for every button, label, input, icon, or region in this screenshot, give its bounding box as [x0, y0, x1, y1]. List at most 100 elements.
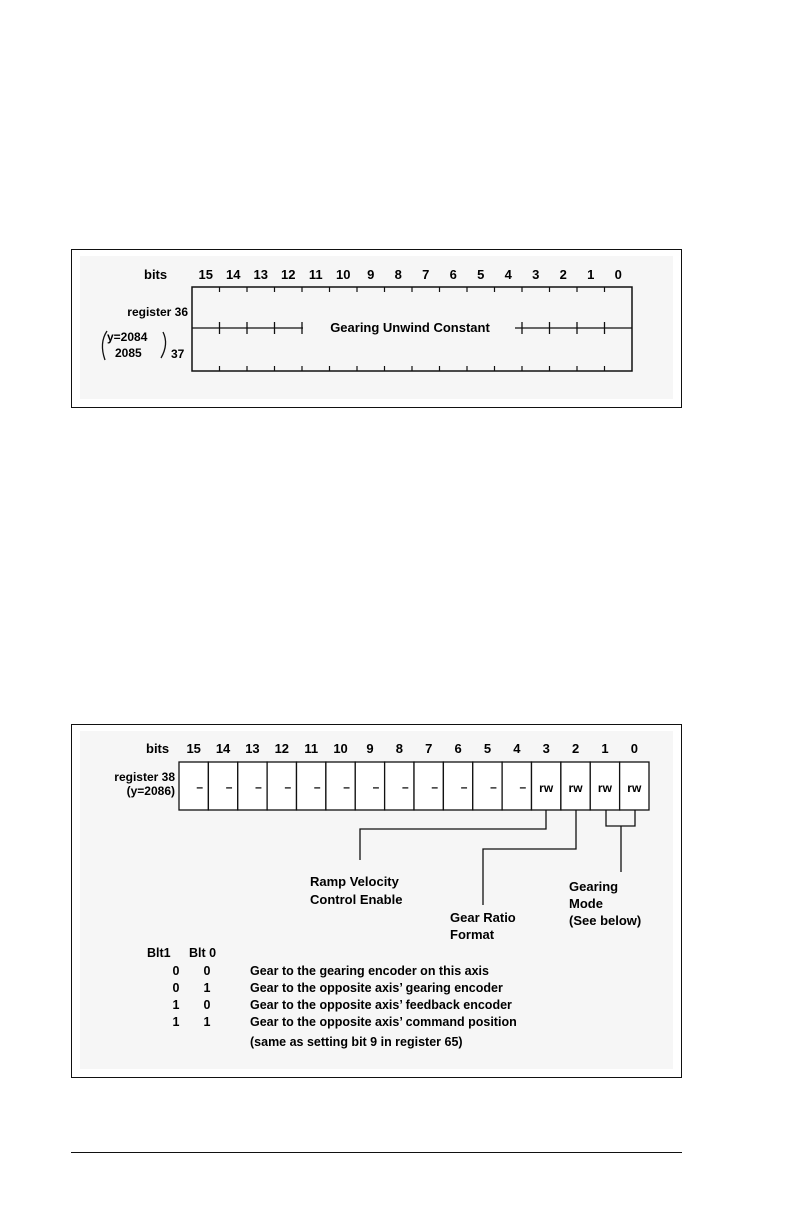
bit-number: 8 — [395, 267, 402, 282]
left-paren — [101, 330, 108, 361]
table-cell-bit0: 1 — [204, 1015, 211, 1029]
bit-cell — [266, 761, 298, 811]
bit-number: 5 — [477, 267, 484, 282]
register-36-label: register 36 — [127, 305, 188, 319]
bit-cell — [501, 761, 533, 811]
bit-number: 15 — [199, 267, 213, 282]
bit-number: 7 — [425, 741, 432, 756]
bit-access-label: – — [461, 780, 468, 794]
bit-access-label: – — [431, 780, 438, 794]
field-name: Gearing Unwind Constant — [330, 320, 490, 335]
table-cell-description: Gear to the gearing encoder on this axis — [250, 964, 489, 978]
gear-ratio-connector — [482, 810, 577, 905]
table-note: (same as setting bit 9 in register 65) — [250, 1035, 463, 1049]
gear-ratio-label-1: Gear Ratio — [450, 910, 516, 925]
bit-access-label: – — [196, 780, 203, 794]
bit-number: 0 — [631, 741, 638, 756]
address-top-label: y=2084 — [107, 330, 148, 344]
bit-number: 6 — [450, 267, 457, 282]
bit-cell — [530, 761, 562, 811]
bits-label: bits — [146, 741, 169, 756]
table-header-bit1: Blt1 — [147, 946, 171, 960]
bit-number: 3 — [532, 267, 539, 282]
footer-rule — [71, 1152, 682, 1153]
bit-number: 11 — [304, 741, 318, 756]
bit-access-label: rw — [598, 781, 613, 795]
table-cell-description: Gear to the opposite axis’ feedback enco… — [250, 998, 512, 1012]
table-cell-bit1: 1 — [173, 998, 180, 1012]
ramp-velocity-connector — [359, 810, 547, 860]
table-cell-bit1: 1 — [173, 1015, 180, 1029]
gearing-mode-label-1: Gearing — [569, 879, 618, 894]
bit-access-label: – — [226, 780, 233, 794]
bit-number: 15 — [186, 741, 200, 756]
bit-number: 2 — [560, 267, 567, 282]
bit-cell — [383, 761, 415, 811]
right-paren — [160, 331, 167, 359]
bit-number: 8 — [396, 741, 403, 756]
bit-number: 3 — [543, 741, 550, 756]
bit-access-label: – — [519, 780, 526, 794]
bit-cell — [325, 761, 356, 811]
table-header-bit0: Blt 0 — [189, 946, 216, 960]
bit-number: 14 — [216, 741, 231, 756]
address-label: (y=2086) — [127, 784, 175, 798]
bit-cell — [354, 761, 386, 811]
bit-number: 12 — [275, 741, 289, 756]
bit-access-label: rw — [539, 781, 554, 795]
bit-number: 7 — [422, 267, 429, 282]
bit-number: 1 — [587, 267, 594, 282]
table-cell-bit1: 0 — [173, 964, 180, 978]
table-cell-bit0: 1 — [204, 981, 211, 995]
bit-number: 4 — [513, 741, 521, 756]
table-cell-bit1: 0 — [173, 981, 180, 995]
table-cell-description: Gear to the opposite axis’ command posit… — [250, 1015, 517, 1029]
bit-number: 14 — [226, 267, 241, 282]
gearing-mode-bracket — [605, 810, 636, 827]
bit-number: 12 — [281, 267, 295, 282]
bit-access-label: – — [255, 780, 262, 794]
table-cell-bit0: 0 — [204, 998, 211, 1012]
register-37-label: 37 — [171, 347, 185, 361]
bit-access-label: – — [402, 780, 409, 794]
bits-label: bits — [144, 267, 167, 282]
address-bottom-label: 2085 — [115, 346, 142, 360]
bit-number: 5 — [484, 741, 491, 756]
bit-number: 9 — [366, 741, 373, 756]
gearing-mode-label-2: Mode — [569, 896, 603, 911]
bit-cell — [413, 761, 445, 811]
table-cell-description: Gear to the opposite axis’ gearing encod… — [250, 981, 503, 995]
bit-number: 4 — [505, 267, 513, 282]
bit-access-label: – — [490, 780, 497, 794]
gearing-mode-label-3: (See below) — [569, 913, 641, 928]
bit-number: 13 — [254, 267, 268, 282]
bit-cell — [472, 761, 503, 811]
callout-lines — [359, 810, 636, 905]
gear-ratio-label-2: Format — [450, 927, 495, 942]
bit-cell — [589, 761, 621, 811]
bit-number: 1 — [601, 741, 608, 756]
bit-number: 13 — [245, 741, 259, 756]
bit-cell — [207, 761, 239, 811]
bit-number: 10 — [336, 267, 350, 282]
register-38-label: register 38 — [114, 770, 175, 784]
bit-cell — [237, 761, 268, 811]
bit-cell — [442, 761, 474, 811]
bit-access-label: rw — [569, 781, 584, 795]
ramp-velocity-label-2: Control Enable — [310, 892, 402, 907]
bit-number: 10 — [333, 741, 347, 756]
bit-access-label: – — [343, 780, 350, 794]
bit-number: 6 — [454, 741, 461, 756]
ramp-velocity-label-1: Ramp Velocity — [310, 874, 400, 889]
bit-access-label: – — [314, 780, 321, 794]
bit-number: 0 — [615, 267, 622, 282]
bit-number: 11 — [309, 267, 323, 282]
bit-access-label: – — [284, 780, 291, 794]
table-cell-bit0: 0 — [204, 964, 211, 978]
bit-access-label: rw — [627, 781, 642, 795]
bit-cell — [618, 761, 650, 811]
